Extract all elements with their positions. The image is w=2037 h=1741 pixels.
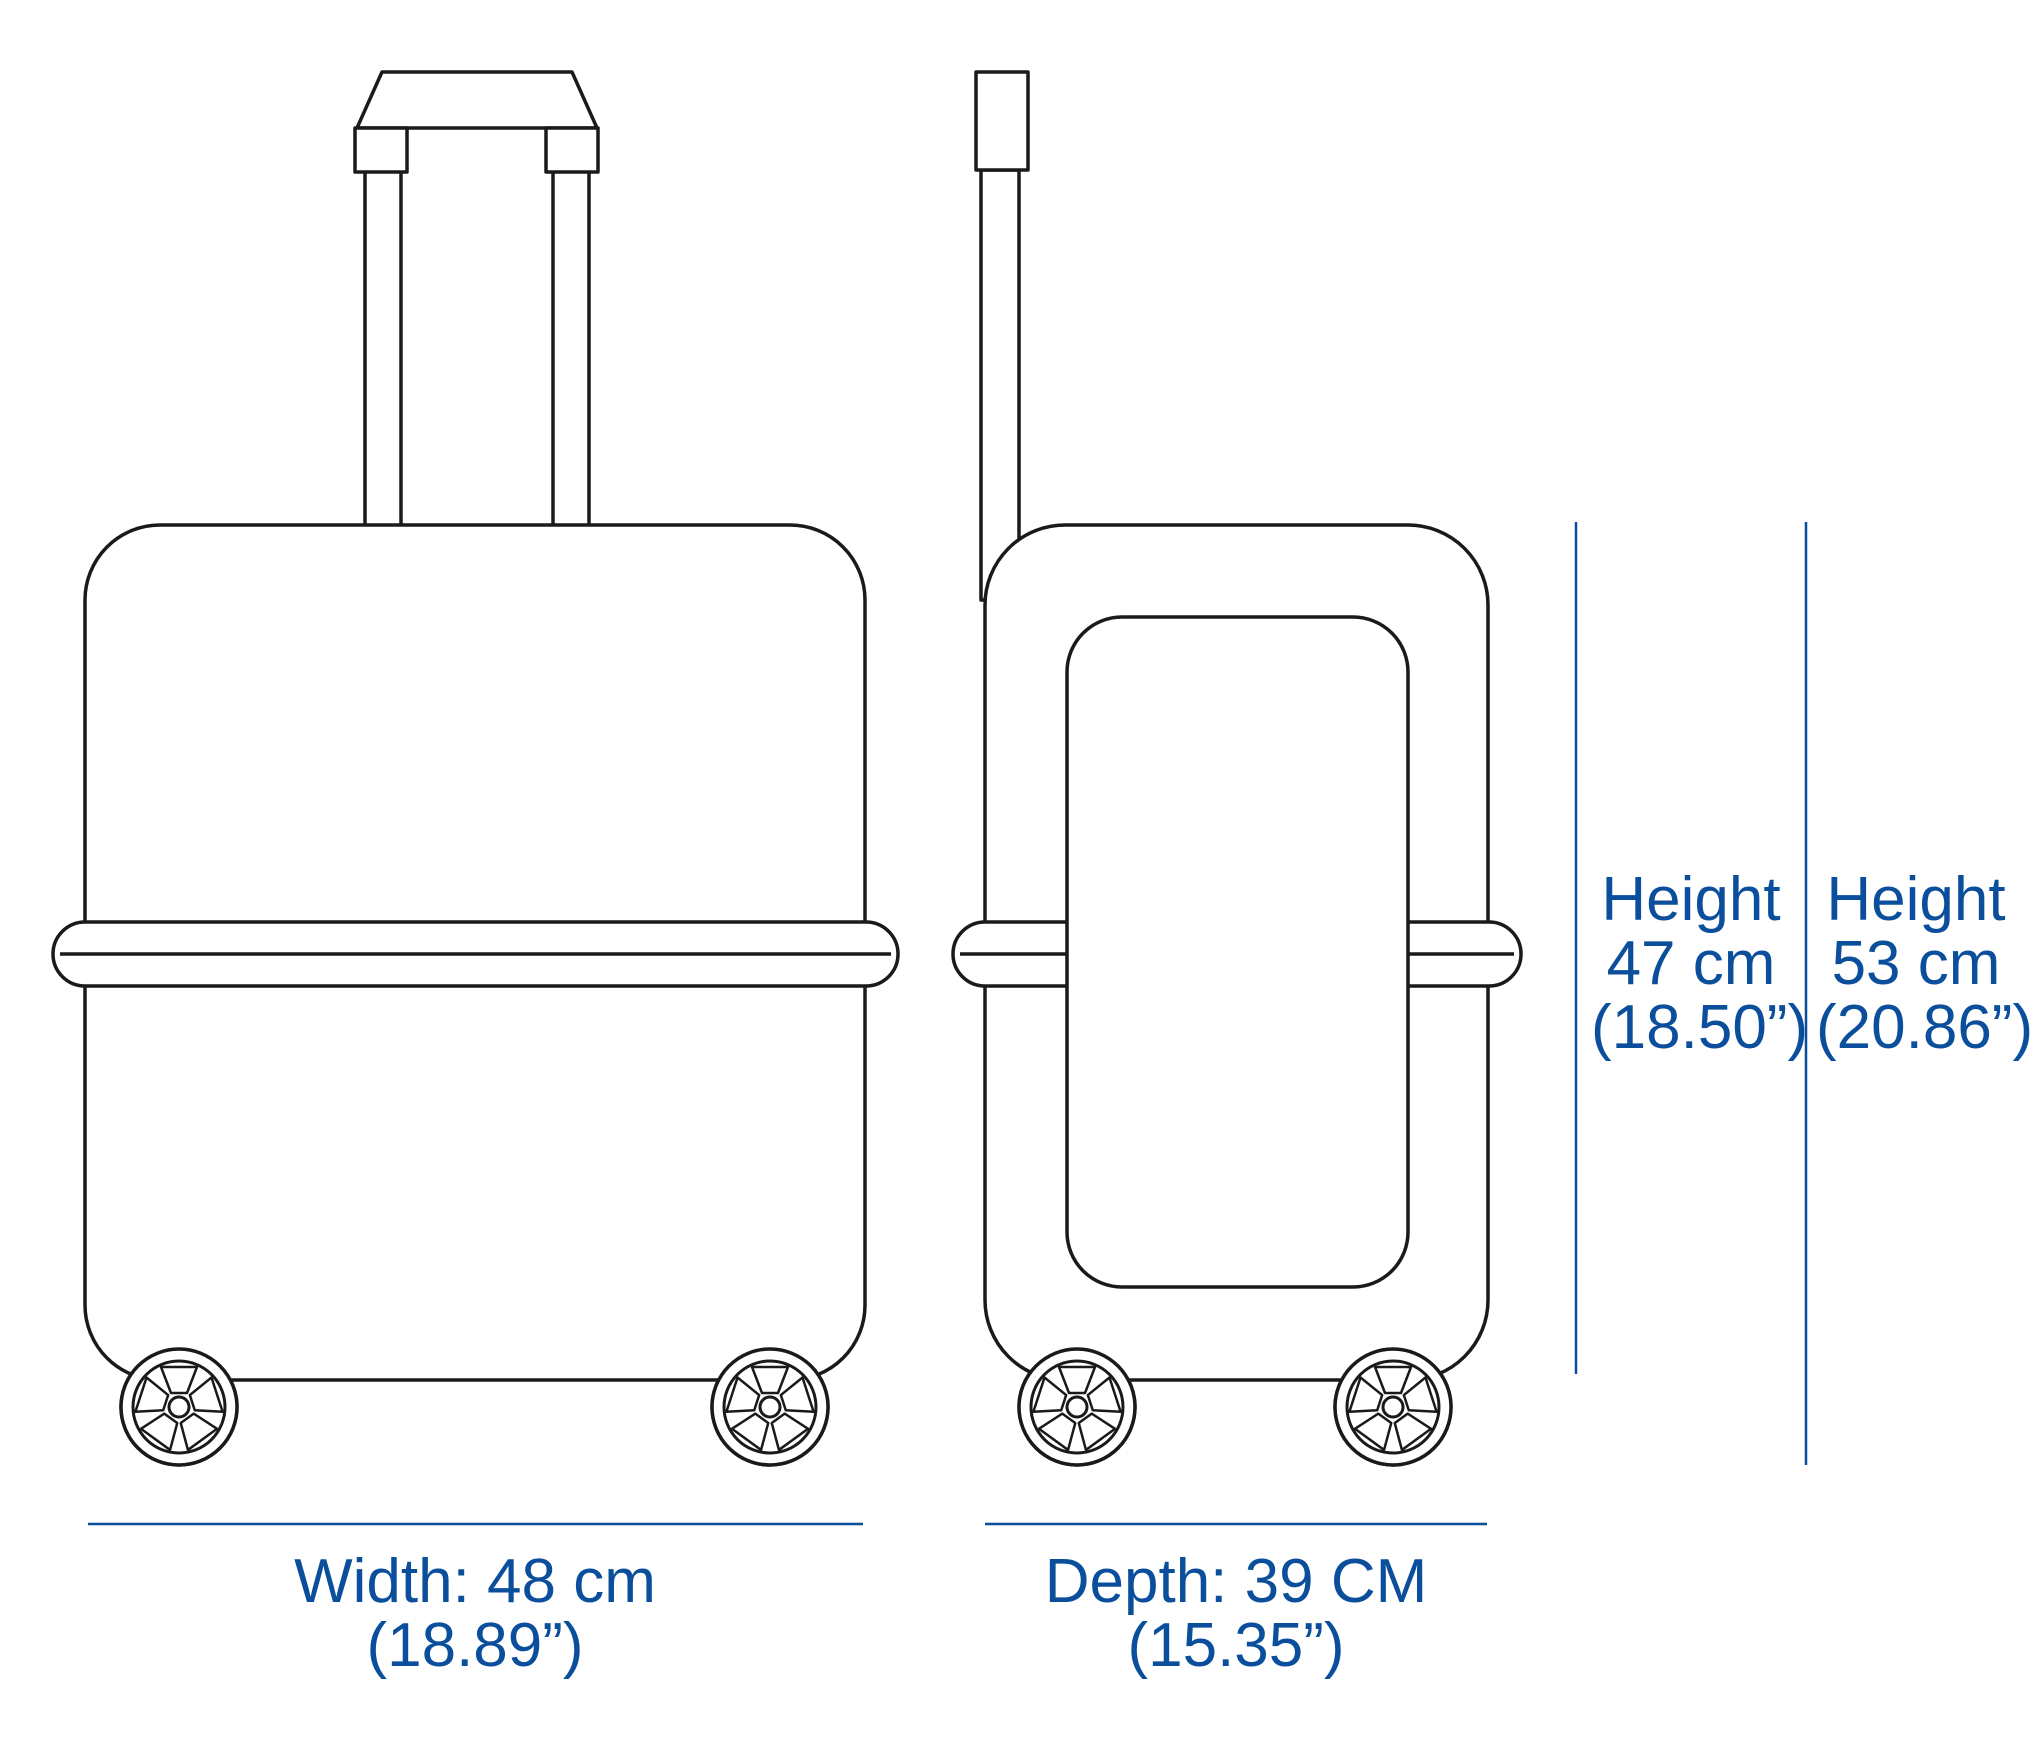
width-inches: (18.89”) [366,1611,584,1680]
side-inner-panel [1065,615,1410,1289]
body-height-inches: (18.50”) [1591,993,1809,1062]
width-cm: Width: 48 cm [294,1547,656,1616]
side-trolley-handle [974,70,1030,602]
front-trolley-handle [353,70,600,530]
total-height-inches: (20.86”) [1816,993,2034,1062]
total-height-cm: 53 cm [1831,929,2001,998]
total-height-label: Height 53 cm (20.86”) [1816,865,2034,1062]
side-view [951,70,1523,1467]
total-height-title: Height [1826,865,2006,934]
front-view [51,70,900,1467]
depth-label: Depth: 39 CM (15.35”) [1036,1550,1436,1678]
body-height-label: Height 47 cm (18.50”) [1591,865,1809,1062]
body-height-cm: 47 cm [1606,929,1776,998]
depth-inches: (15.35”) [1127,1611,1345,1680]
body-height-title: Height [1601,865,1781,934]
depth-cm: Depth: 39 CM [1044,1547,1428,1616]
width-label: Width: 48 cm (18.89”) [275,1550,675,1678]
